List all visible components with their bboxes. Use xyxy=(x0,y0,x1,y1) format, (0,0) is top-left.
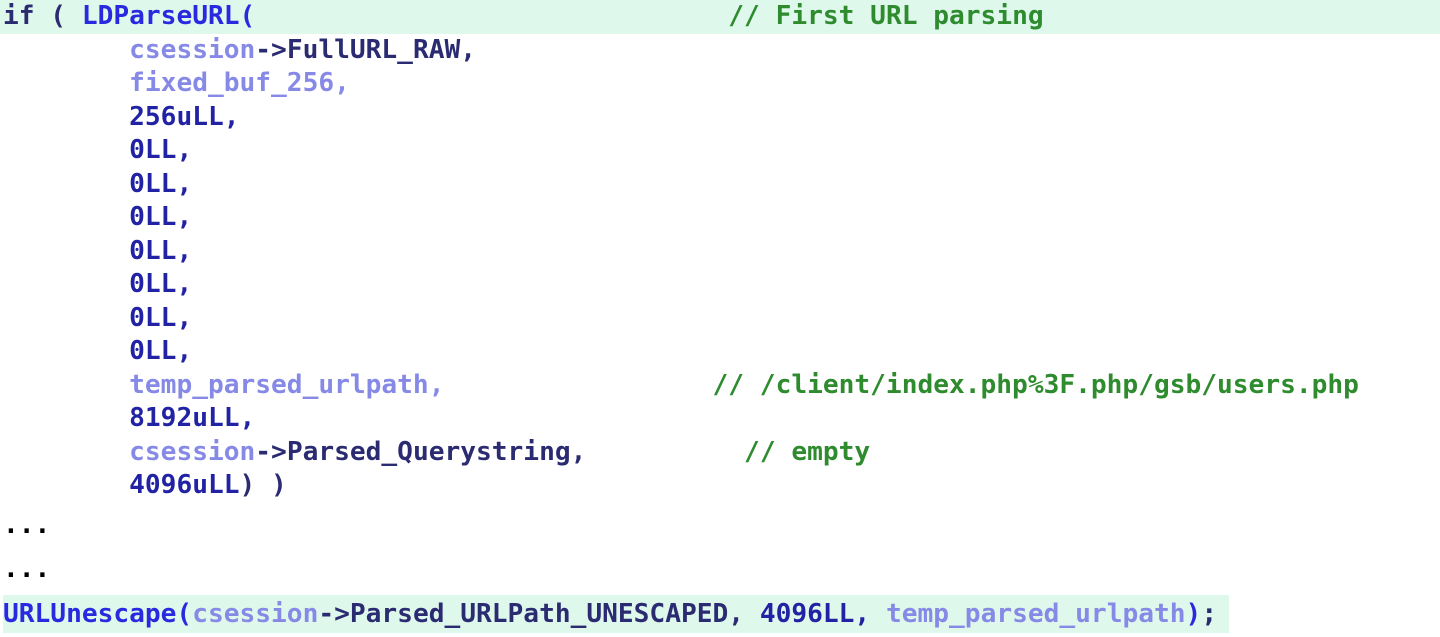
code-token-ellipsis: ... xyxy=(3,553,51,584)
code-token-plain: ->Parsed_URLPath_UNESCAPED, xyxy=(318,599,760,629)
line-highlight-band: URLUnescape(csession->Parsed_URLPath_UNE… xyxy=(3,595,1230,633)
code-token-number: 256uLL, xyxy=(129,101,240,132)
code-token-number: 0LL, xyxy=(129,202,193,232)
code-line[interactable]: ... xyxy=(0,547,1440,591)
code-token-plain xyxy=(3,370,129,400)
code-token-plain xyxy=(3,437,129,467)
code-token-number: 0LL, xyxy=(129,135,193,165)
code-token-plain xyxy=(3,403,129,433)
code-line[interactable]: 8192uLL, xyxy=(0,402,1440,436)
code-line[interactable]: 0LL, xyxy=(0,134,1440,168)
code-line[interactable]: temp_parsed_urlpath, // /client/index.ph… xyxy=(0,369,1440,403)
code-token-comment: // empty xyxy=(744,436,871,467)
code-line[interactable]: 0LL, xyxy=(0,302,1440,336)
code-token-plain xyxy=(3,135,129,165)
code-token-plain xyxy=(3,236,129,266)
code-line[interactable]: csession->Parsed_Querystring, // empty xyxy=(0,436,1440,470)
code-line[interactable]: 0LL, xyxy=(0,268,1440,302)
code-token-plain xyxy=(255,1,728,31)
code-token-plain: ->FullURL_RAW, xyxy=(255,34,477,65)
code-line[interactable]: 256uLL, xyxy=(0,101,1440,135)
code-line[interactable]: 0LL, xyxy=(0,168,1440,202)
code-line[interactable]: csession->FullURL_RAW, xyxy=(0,34,1440,68)
highlighted-code-line[interactable]: if ( LDParseURL( // First URL parsing xyxy=(0,0,1440,34)
code-line[interactable]: 0LL, xyxy=(0,201,1440,235)
code-token-plain xyxy=(3,470,129,500)
code-token-plain: if ( xyxy=(3,1,82,31)
code-token-plain xyxy=(444,370,712,400)
code-token-plain xyxy=(586,437,744,467)
code-token-number: 0LL, xyxy=(129,336,193,366)
code-token-function: LDParseURL( xyxy=(81,1,256,31)
code-token-number: 0LL, xyxy=(129,235,193,266)
code-token-plain: ->Parsed_Querystring, xyxy=(255,436,587,467)
code-token-variable: csession xyxy=(192,599,319,629)
code-token-plain xyxy=(3,68,129,98)
code-token-comment: // First URL parsing xyxy=(728,1,1044,31)
code-token-number: 4096LL, xyxy=(759,599,871,629)
code-token-plain: ) ) xyxy=(239,470,287,500)
code-token-number: 0LL, xyxy=(129,269,193,299)
code-line[interactable]: 0LL, xyxy=(0,235,1440,269)
code-token-number: 0LL, xyxy=(129,302,193,333)
code-token-plain xyxy=(870,599,886,629)
code-token-variable: temp_parsed_urlpath, xyxy=(129,369,445,400)
code-token-function: ) xyxy=(1185,599,1202,629)
code-line[interactable]: ... xyxy=(0,503,1440,547)
code-token-plain xyxy=(3,202,129,232)
code-token-function: URLUnescape( xyxy=(3,599,193,629)
code-token-plain xyxy=(3,102,129,132)
code-token-plain xyxy=(3,169,129,199)
code-token-plain xyxy=(3,336,129,366)
code-token-plain xyxy=(3,303,129,333)
code-token-number: 8192uLL, xyxy=(129,403,256,433)
code-token-plain xyxy=(3,35,129,65)
code-line[interactable]: fixed_buf_256, xyxy=(0,67,1440,101)
code-token-variable: temp_parsed_urlpath xyxy=(885,599,1186,629)
code-line[interactable]: 4096uLL) ) xyxy=(0,469,1440,503)
code-token-plain xyxy=(3,269,129,299)
code-token-comment: // /client/index.php%3F.php/gsb/users.ph… xyxy=(712,369,1359,400)
code-token-ellipsis: ... xyxy=(3,509,51,540)
highlighted-code-line[interactable]: URLUnescape(csession->Parsed_URLPath_UNE… xyxy=(0,591,1440,637)
code-token-plain: ; xyxy=(1201,599,1218,629)
code-token-variable: fixed_buf_256, xyxy=(129,68,350,98)
code-token-number: 0LL, xyxy=(129,168,193,199)
code-line[interactable]: 0LL, xyxy=(0,335,1440,369)
code-token-variable: csession xyxy=(129,436,256,467)
code-token-number: 4096uLL xyxy=(129,470,240,500)
code-token-variable: csession xyxy=(129,34,256,65)
